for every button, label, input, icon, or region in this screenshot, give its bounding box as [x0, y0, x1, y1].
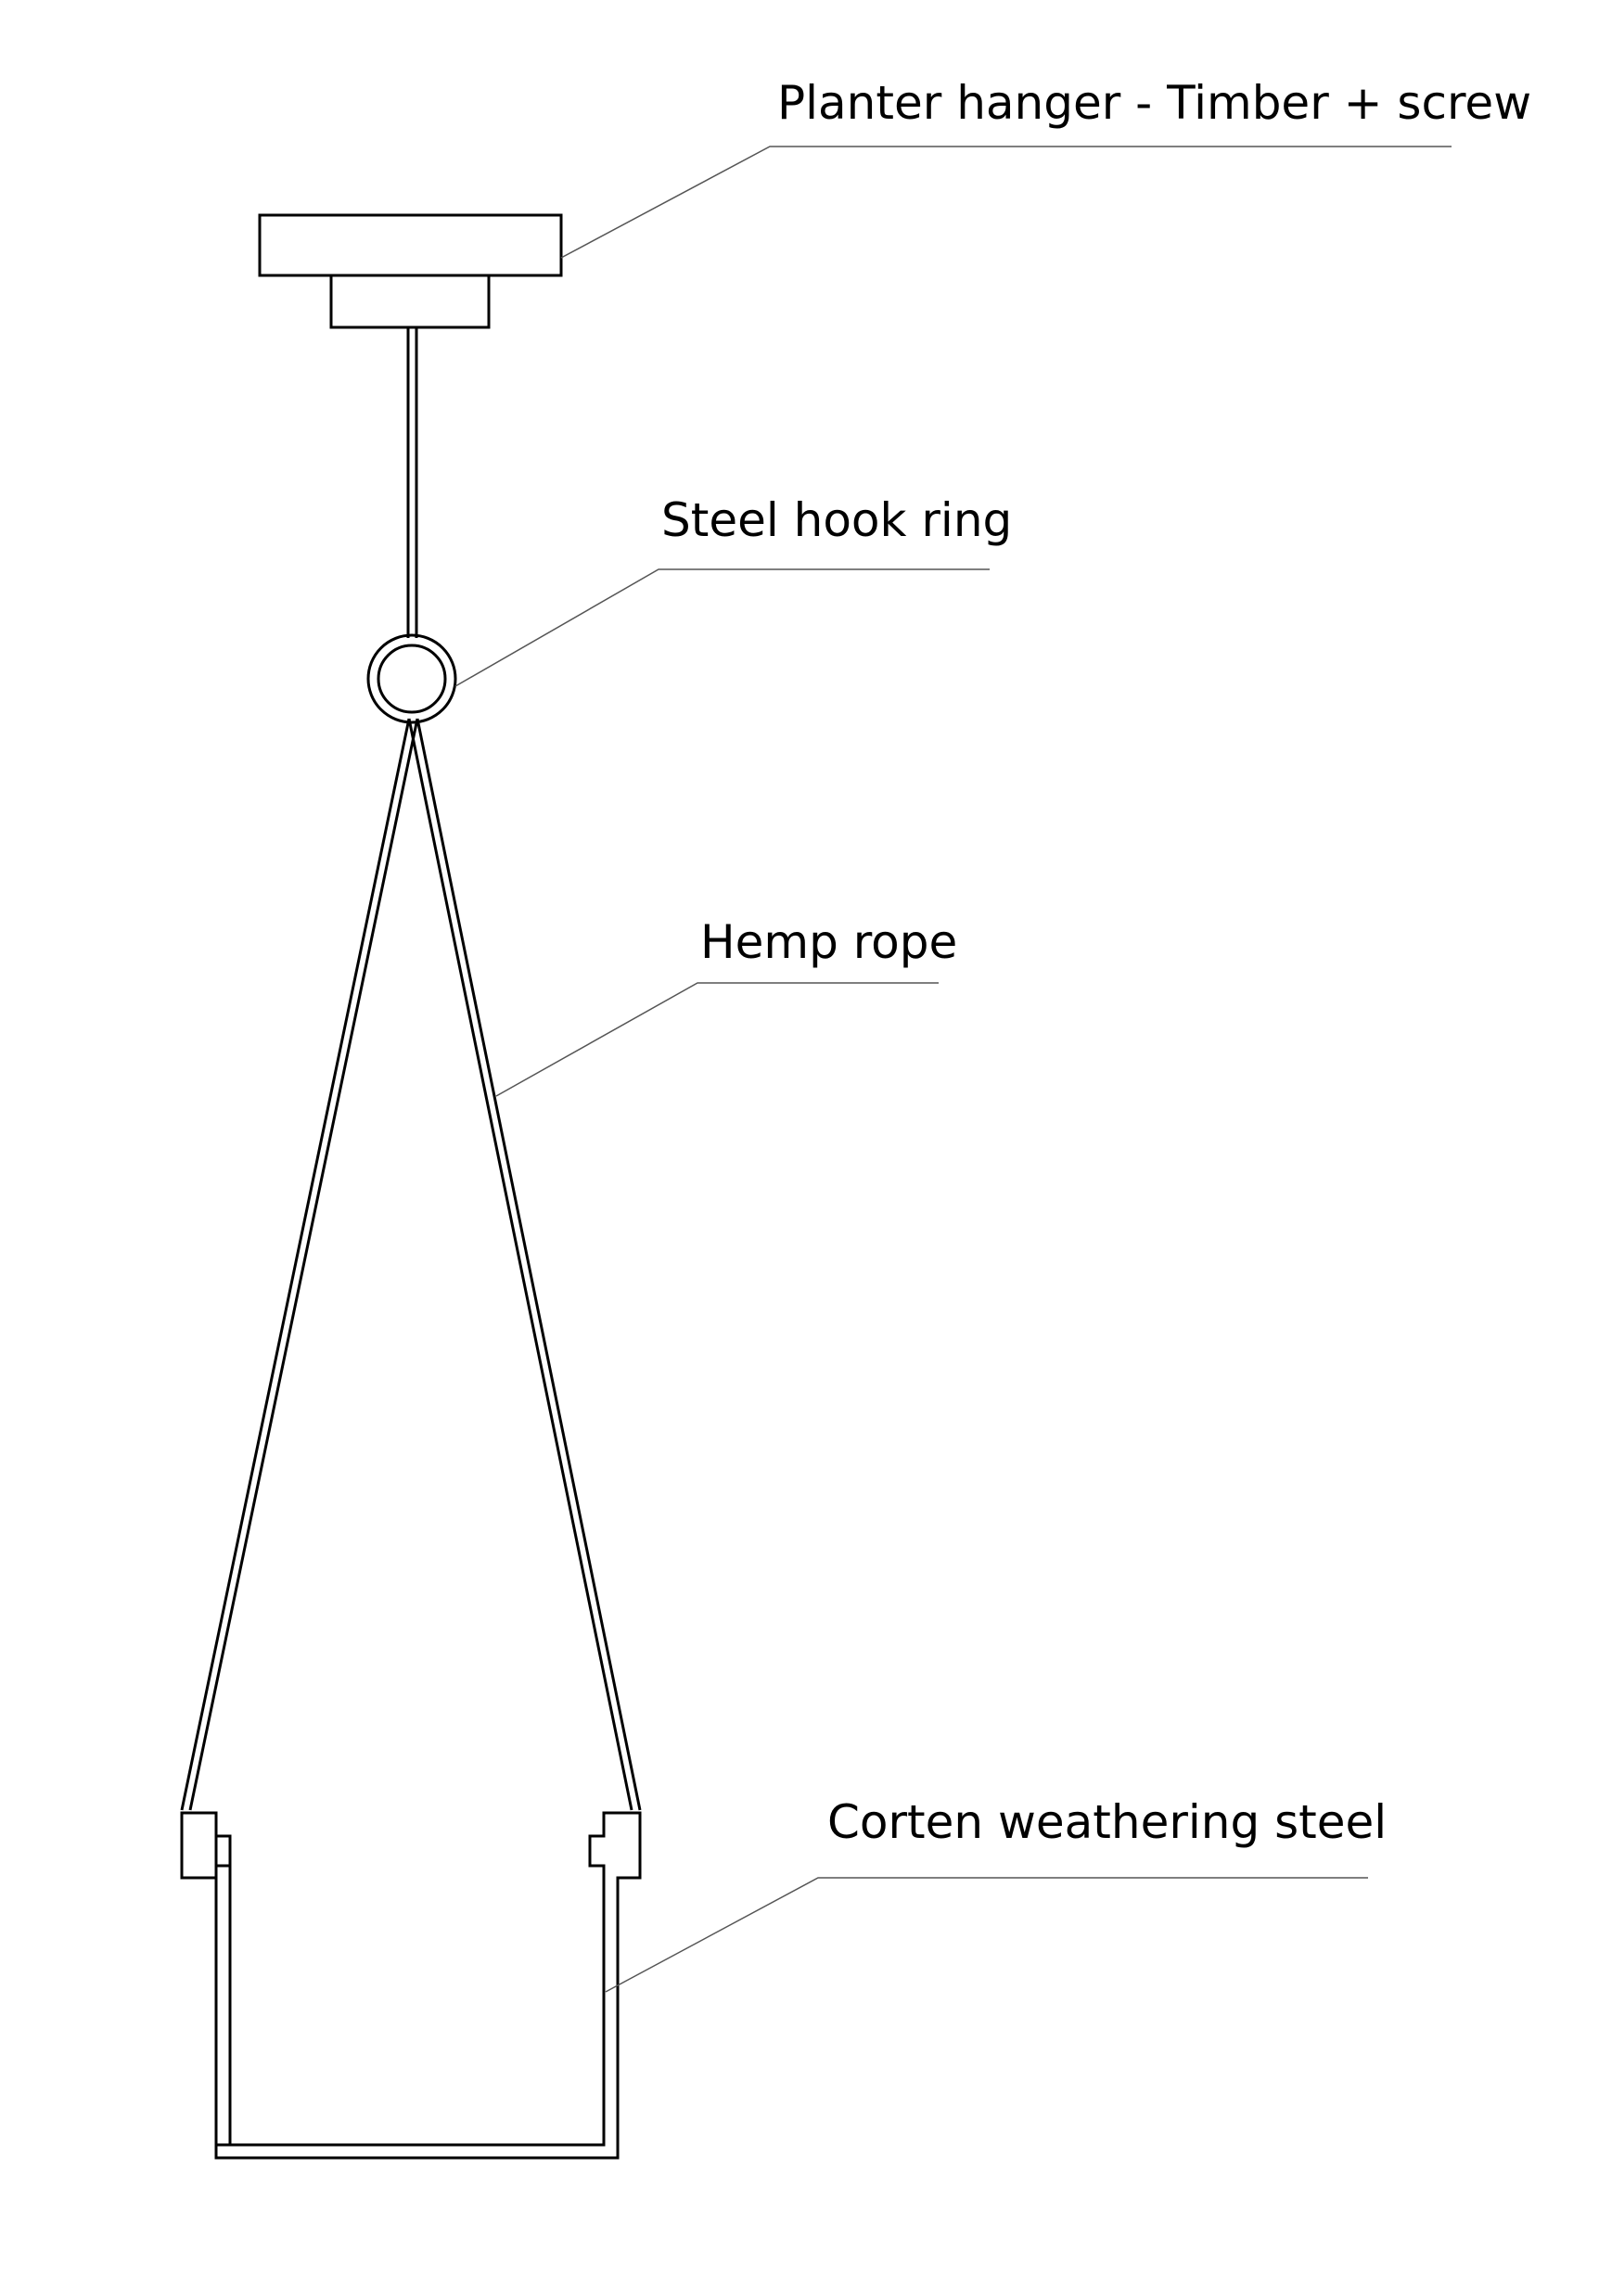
planter-outer-wall [182, 1811, 642, 2160]
label-steel-hook-ring: Steel hook ring [661, 493, 1012, 547]
leader-lines [454, 146, 1452, 1993]
leader-hanger [560, 146, 1452, 259]
label-hemp-rope: Hemp rope [700, 915, 957, 969]
timber-block [258, 213, 563, 277]
steel-hook-ring [366, 633, 457, 724]
timber-base [329, 274, 491, 329]
leader-planter [605, 1877, 1368, 1993]
label-corten-steel: Corten weathering steel [827, 1795, 1387, 1849]
leader-rope [495, 982, 939, 1097]
hemp-rope [180, 718, 642, 1811]
label-planter-hanger: Planter hanger - Timber + screw [777, 76, 1531, 130]
planter-body [180, 1811, 642, 2160]
timber-hanger [258, 213, 563, 329]
screw-shaft [406, 327, 418, 638]
leader-ring [454, 568, 990, 687]
corten-planter [180, 1811, 642, 2160]
